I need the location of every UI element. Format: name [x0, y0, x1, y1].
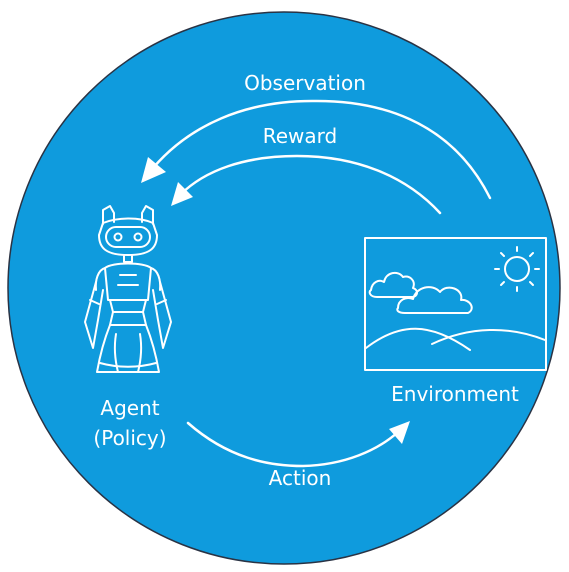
- reward-arrow: [171, 154, 442, 215]
- observation-arrow: [141, 99, 492, 200]
- action-arrow: [186, 421, 410, 468]
- environment-label: Environment: [391, 382, 519, 406]
- landscape-icon: [364, 237, 547, 371]
- sun-icon: [494, 246, 540, 292]
- cloud-icon: [368, 271, 418, 298]
- reward-label: Reward: [263, 124, 337, 148]
- action-label: Action: [269, 466, 332, 490]
- agent-policy-label: (Policy): [93, 426, 166, 450]
- observation-label: Observation: [244, 71, 366, 95]
- background-circle: [7, 11, 561, 565]
- robot-icon: [84, 205, 172, 373]
- agent-label: Agent: [100, 396, 159, 420]
